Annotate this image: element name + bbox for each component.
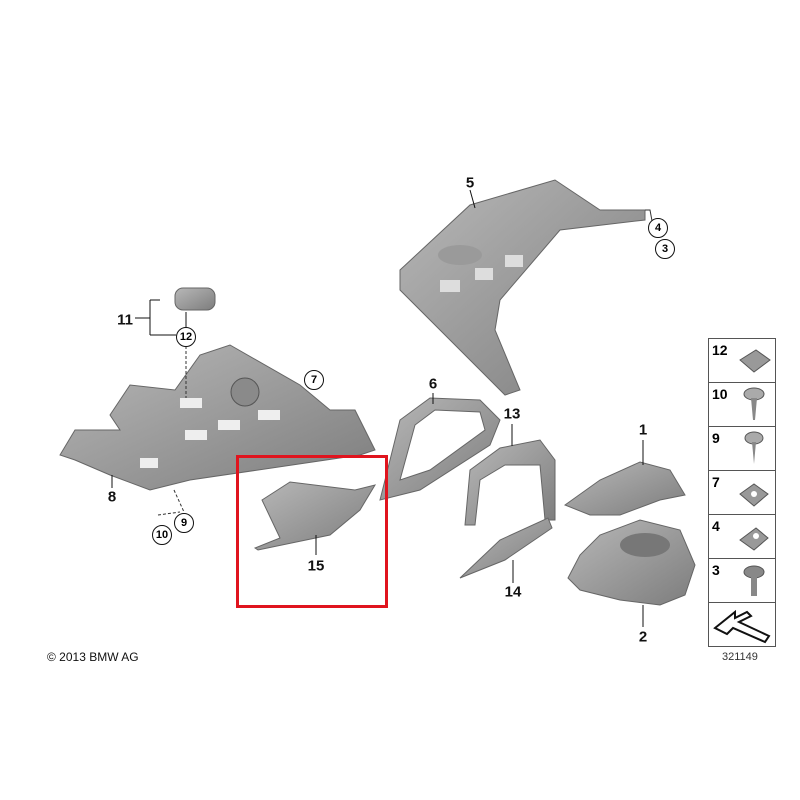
screw-icon xyxy=(743,387,765,420)
callout-2[interactable]: 2 xyxy=(638,628,648,646)
callout-3[interactable]: 3 xyxy=(655,239,675,259)
callout-15[interactable]: 15 xyxy=(307,557,325,575)
clip-icon xyxy=(739,349,771,373)
callout-14[interactable]: 14 xyxy=(504,583,522,601)
part-13-trim[interactable] xyxy=(464,424,556,526)
part-1-cover[interactable] xyxy=(563,440,686,516)
screw-icon xyxy=(744,431,764,464)
part-2-column-shroud[interactable] xyxy=(567,519,696,627)
reference-number: 321149 xyxy=(722,651,758,663)
callout-9[interactable]: 9 xyxy=(174,513,194,533)
highlight-box xyxy=(236,455,388,608)
callout-5[interactable]: 5 xyxy=(465,174,475,192)
legend-item[interactable]: 10 xyxy=(709,383,775,427)
arrow-icon xyxy=(713,609,771,644)
copyright: © 2013 BMW AG xyxy=(47,650,139,664)
part-8-lower-panel[interactable] xyxy=(59,344,376,516)
legend-item[interactable] xyxy=(709,603,775,646)
bolt-icon xyxy=(743,565,765,596)
callout-8[interactable]: 8 xyxy=(107,488,117,506)
callout-7[interactable]: 7 xyxy=(304,370,324,390)
part-15-glovebox[interactable] xyxy=(253,481,377,555)
hardware-legend: 12 10 9 7 4 3 xyxy=(708,338,776,647)
part-5-upper-trim[interactable] xyxy=(399,179,646,396)
legend-item[interactable]: 3 xyxy=(709,559,775,603)
legend-item[interactable]: 7 xyxy=(709,471,775,515)
part-14-strip[interactable] xyxy=(459,517,553,583)
callout-13[interactable]: 13 xyxy=(503,405,521,423)
legend-item[interactable]: 4 xyxy=(709,515,775,559)
callout-1[interactable]: 1 xyxy=(638,421,648,439)
legend-item[interactable]: 9 xyxy=(709,427,775,471)
nut-clip-icon xyxy=(739,483,769,507)
callout-6[interactable]: 6 xyxy=(428,375,438,393)
part-11-cap[interactable] xyxy=(135,287,216,336)
callout-4[interactable]: 4 xyxy=(648,218,668,238)
nut-clip-icon xyxy=(739,527,769,551)
callout-12[interactable]: 12 xyxy=(176,327,196,347)
part-6-frame[interactable] xyxy=(379,393,501,501)
callout-10[interactable]: 10 xyxy=(152,525,172,545)
legend-item[interactable]: 12 xyxy=(709,339,775,383)
callout-11[interactable]: 11 xyxy=(117,311,133,329)
